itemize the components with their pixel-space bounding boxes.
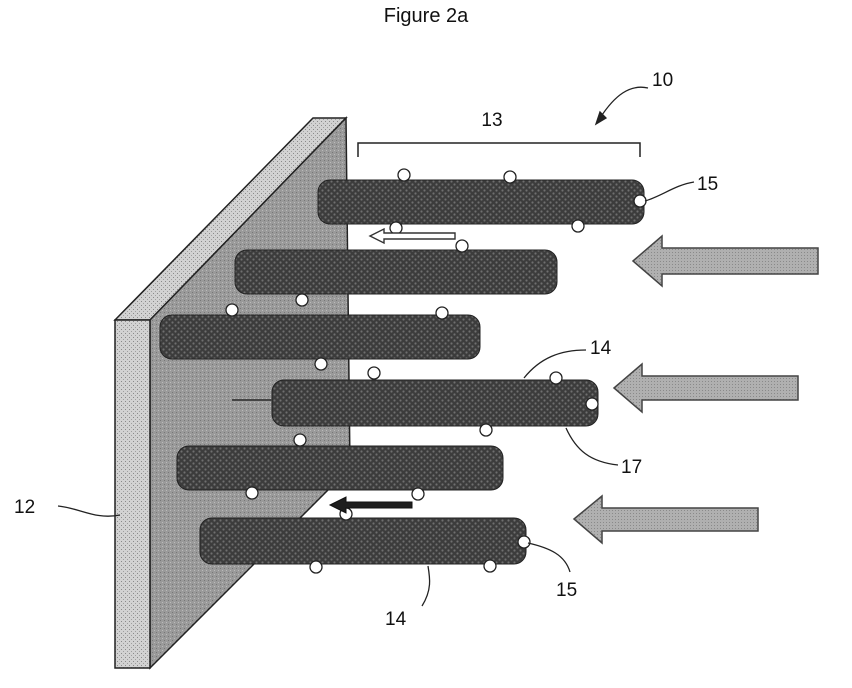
particle (634, 195, 646, 207)
particle (586, 398, 598, 410)
particle (246, 487, 258, 499)
particle (504, 171, 516, 183)
particle (390, 222, 402, 234)
incoming-arrow (633, 236, 818, 286)
nanorod (318, 180, 644, 224)
leader-line-14-bottom (422, 566, 430, 606)
particle (226, 304, 238, 316)
particle (480, 424, 492, 436)
nanorod (235, 250, 557, 294)
label-10: 10 (652, 70, 673, 91)
particle (412, 488, 424, 500)
particle (398, 169, 410, 181)
nanorod (272, 380, 598, 426)
particle (484, 560, 496, 572)
label-14-bottom: 14 (385, 609, 407, 630)
incoming-arrow (614, 364, 798, 412)
leader-line-15-top (645, 182, 694, 201)
leader-line-15-bottom (528, 543, 570, 572)
particle (456, 240, 468, 252)
label-15-top: 15 (697, 174, 718, 195)
label-13: 13 (481, 110, 502, 131)
leader-line-17 (566, 428, 618, 465)
particle (368, 367, 380, 379)
leader-arrowhead-10 (596, 112, 606, 124)
nanorod (200, 518, 526, 564)
leader-line-12 (58, 506, 120, 516)
particle (550, 372, 562, 384)
bundle-bracket (358, 143, 640, 157)
label-14-top: 14 (590, 338, 612, 359)
incoming-arrow (574, 496, 758, 543)
leader-line-10 (600, 87, 648, 118)
particle (518, 536, 530, 548)
nanorod (177, 446, 503, 490)
particle (310, 561, 322, 573)
particle (315, 358, 327, 370)
incoming-arrows (574, 236, 818, 543)
flow-arrow (370, 229, 455, 243)
label-12: 12 (14, 497, 35, 518)
figure-title: Figure 2a (384, 5, 469, 27)
nanorod (160, 315, 480, 359)
particle (296, 294, 308, 306)
substrate-side-edge (115, 320, 150, 668)
particle (572, 220, 584, 232)
label-15-bottom: 15 (556, 580, 577, 601)
particle (436, 307, 448, 319)
flow-arrow (330, 497, 412, 513)
label-17: 17 (621, 457, 642, 478)
particle (294, 434, 306, 446)
